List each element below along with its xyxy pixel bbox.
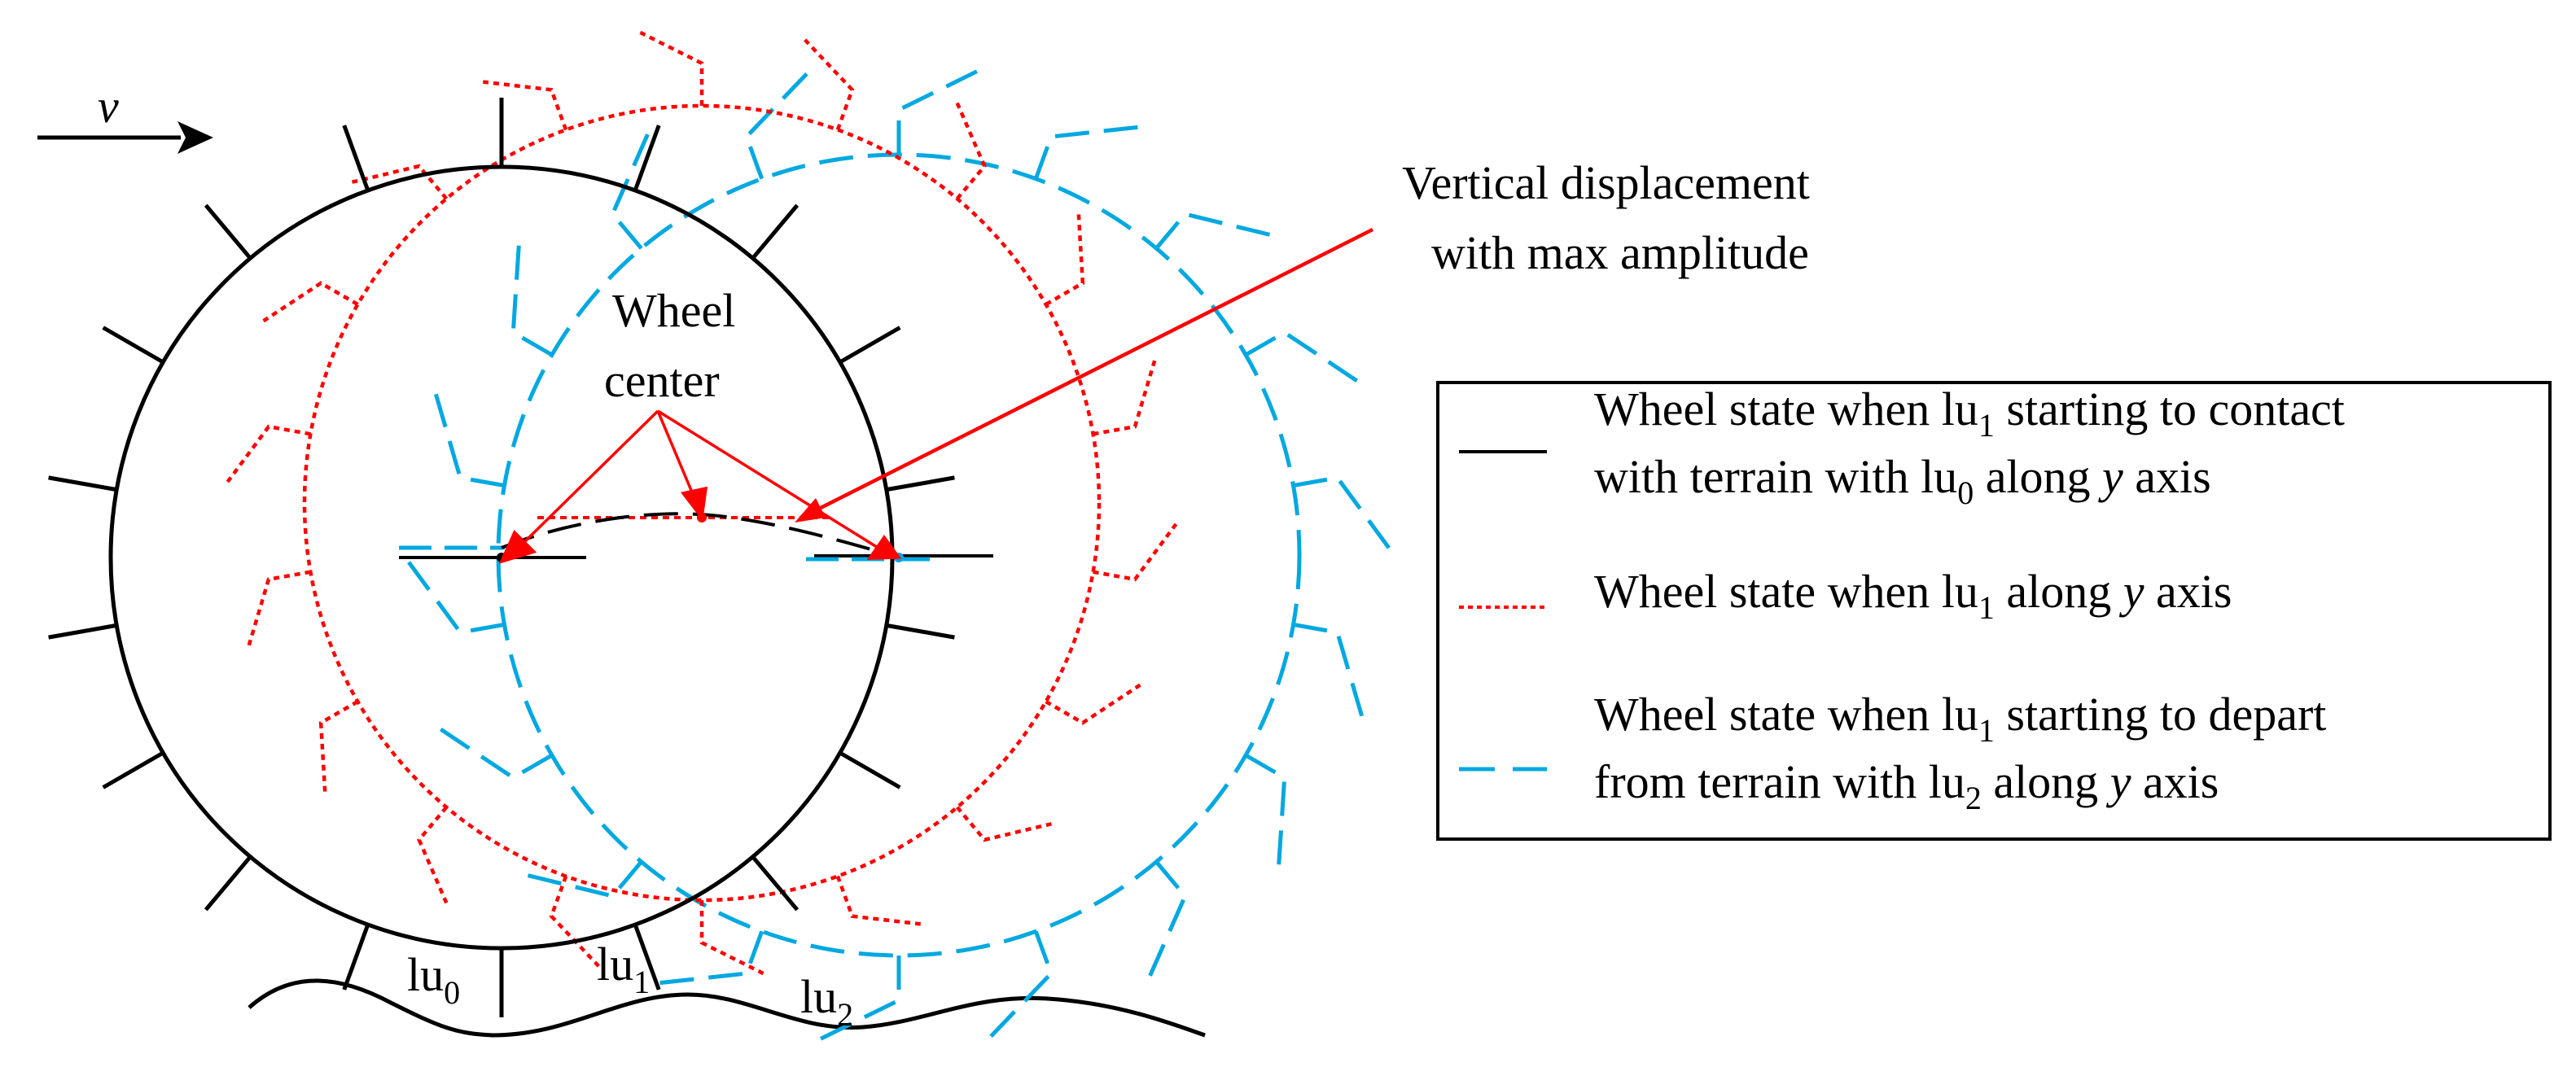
wheel-center-arrows (498, 409, 902, 564)
velocity-label: v (98, 80, 119, 133)
wheel-lug (1148, 860, 1188, 977)
wheel-lug (527, 860, 643, 899)
wheel-lug (1045, 683, 1141, 725)
wheel-lug (896, 69, 979, 155)
wheel-lug (886, 623, 955, 640)
wheel-lug (659, 930, 764, 986)
wheel-lug (226, 424, 311, 483)
terrain-surface (248, 978, 1206, 1038)
wheel-lug (989, 930, 1054, 1038)
wheel-lug (955, 806, 1053, 842)
legend-item: Wheel state when lu1 along y axis (1459, 565, 2232, 626)
max-displacement-arrow (795, 227, 1374, 523)
wheel-lug (699, 900, 764, 976)
wheel-lug (549, 875, 600, 968)
wheel-lug (483, 80, 568, 131)
wheel-lug (955, 102, 987, 200)
wheel-lug (886, 475, 955, 492)
wheel-lug (1033, 125, 1138, 180)
wheel-lug (247, 570, 311, 646)
wheel-lug (102, 750, 164, 789)
legend-label: from terrain with lu2 along y axis (1594, 755, 2219, 816)
max-displacement-label: Vertical displacement with max amplitude (1402, 156, 1821, 279)
wheel-lug (839, 750, 901, 789)
legend-label: Wheel state when lu1 along y axis (1594, 565, 2232, 626)
wheel-lug (610, 133, 650, 250)
velocity-arrow (37, 121, 213, 154)
wheel-lug (352, 164, 449, 200)
wheel-lug (204, 855, 252, 912)
wheel-lug (102, 326, 164, 365)
wheel-lug (510, 245, 554, 357)
wheel-lug (633, 125, 661, 191)
wheel-lug (839, 326, 901, 365)
wheel-rim (302, 103, 1102, 903)
wheel-lug (1154, 212, 1271, 250)
legend-label: Wheel state when lu1 starting to depart (1594, 688, 2326, 749)
legend-box (1436, 381, 2552, 841)
wheel-lug (48, 475, 117, 492)
wheel-lug (342, 924, 370, 990)
wheel-lug (262, 281, 359, 323)
wheel-lug (744, 72, 808, 180)
wheel-depart-state (407, 69, 1391, 1041)
wheel-lug (804, 38, 855, 131)
legend-item: Wheel state when lu1 starting to contact… (1459, 383, 2345, 511)
wheel-lug (1093, 523, 1178, 582)
wheel-mid-state (226, 30, 1178, 976)
center-trajectory (399, 512, 993, 562)
legend-label: with terrain with lu0 along y axis (1594, 450, 2211, 511)
lug-label-lu1: lu1 (597, 938, 650, 1000)
wheel-lug (342, 125, 370, 191)
lug-label-lu0: lu0 (407, 948, 460, 1011)
lug-label-lu2: lu2 (800, 970, 853, 1033)
wheel-lug (1045, 214, 1085, 306)
wheel-lug (417, 806, 449, 904)
wheel-lug (1293, 622, 1365, 717)
legend-label: Wheel state when lu1 starting to contact (1594, 383, 2345, 444)
wheel-lug (639, 30, 704, 106)
wheel-lug (407, 561, 505, 635)
wheel-lug (751, 203, 800, 260)
wheel-lug (633, 924, 661, 990)
wheel-center-label: Wheel center (604, 284, 747, 407)
legend-item: Wheel state when lu1 starting to departf… (1459, 688, 2326, 816)
legend: Wheel state when lu1 starting to contact… (1436, 381, 2552, 841)
wheel-lug (439, 728, 554, 781)
wheel-lug (1244, 330, 1359, 383)
wheel-lug (751, 855, 800, 912)
wheel-lug (48, 623, 117, 640)
wheel-lug (819, 955, 901, 1041)
wheel-lug (835, 875, 921, 926)
wheel-lug (433, 393, 505, 488)
wheel-lug (1093, 360, 1157, 436)
wheel-lug (1244, 753, 1287, 865)
wheel-lug (204, 203, 252, 260)
wheel-lug (318, 700, 359, 792)
wheel-lug (1293, 475, 1391, 549)
